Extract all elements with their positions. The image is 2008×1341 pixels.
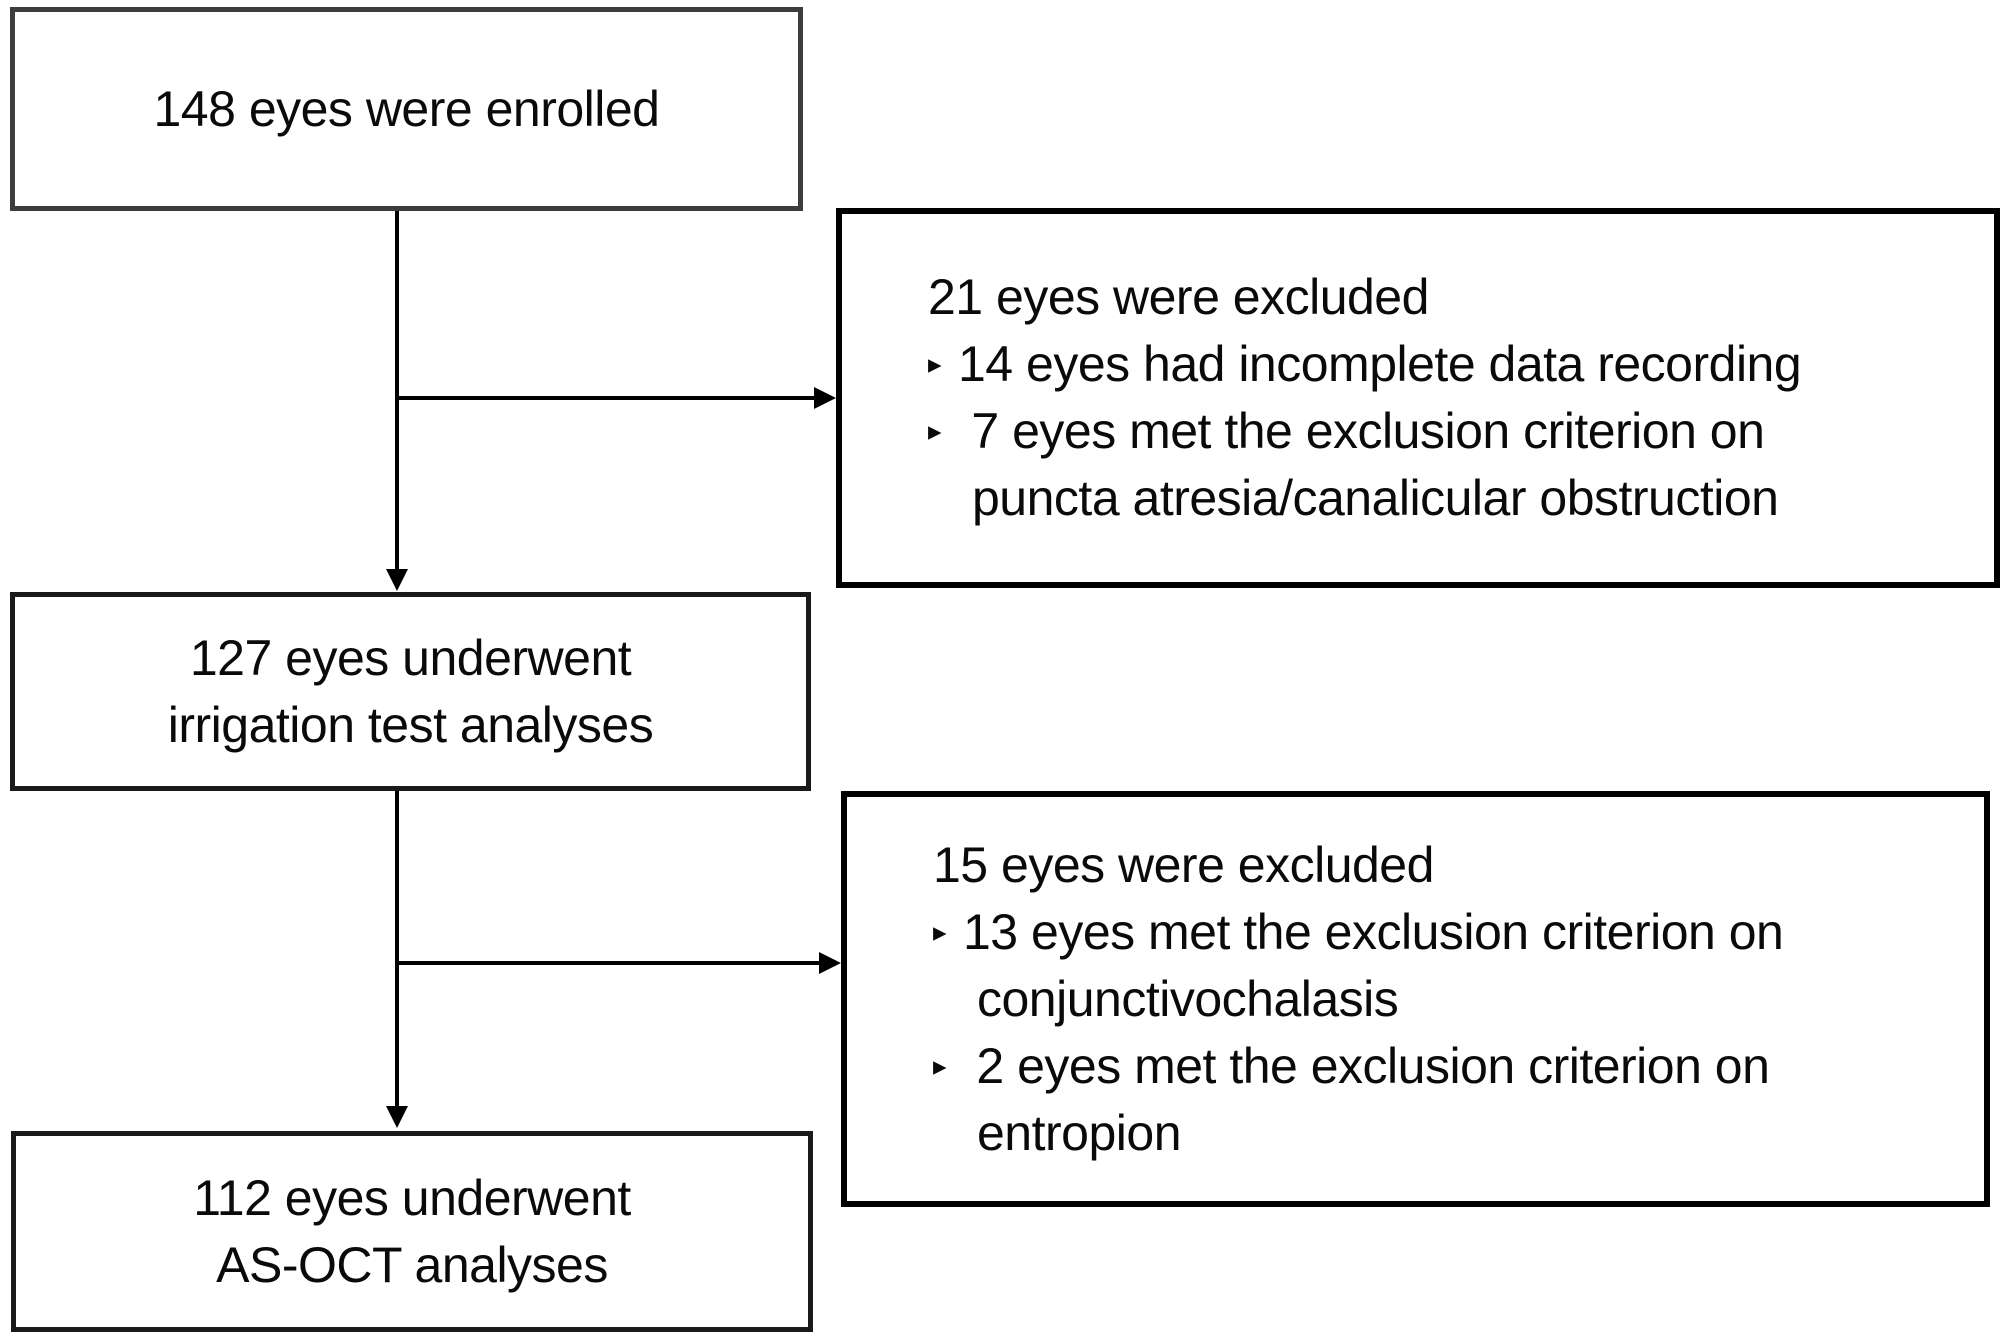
excluded1-item-1: 14 eyes had incomplete data recording — [958, 336, 1802, 392]
box-irrigation-line2: irrigation test analyses — [167, 696, 654, 753]
list-item: entropion — [933, 1100, 1182, 1167]
arrow-right-icon — [819, 952, 841, 974]
arrow-to-excluded2-line — [397, 961, 819, 965]
arrow-right-icon — [814, 387, 836, 409]
box-excluded-15: 15 eyes were excluded ▸ 13 eyes met the … — [841, 791, 1990, 1207]
box-excluded-21: 21 eyes were excluded ▸ 14 eyes had inco… — [836, 208, 2000, 588]
excluded1-header: 21 eyes were excluded — [928, 269, 1429, 325]
arrow-irrigation-to-asoct-line — [395, 791, 399, 1108]
arrow-enrolled-to-irrigation-line — [395, 211, 399, 571]
triangular-bullet-icon: ▸ — [933, 1050, 947, 1081]
box-asoct: 112 eyes underwent AS-OCT analyses — [11, 1131, 813, 1332]
triangular-bullet-icon: ▸ — [933, 916, 947, 947]
arrow-down-icon — [386, 1106, 408, 1128]
arrow-to-excluded1-line — [397, 396, 815, 400]
box-irrigation-line1: 127 eyes underwent — [189, 629, 632, 686]
box-enrolled: 148 eyes were enrolled — [10, 7, 803, 211]
arrow-down-icon — [386, 569, 408, 591]
excluded2-item-1-continuation: conjunctivochalasis — [977, 970, 1399, 1027]
excluded1-item-2: 7 eyes met the exclusion criterion on — [958, 403, 1765, 459]
list-item: ▸ 13 eyes met the exclusion criterion on — [933, 899, 1784, 966]
excluded1-item-2-continuation: puncta atresia/canalicular obstruction — [972, 470, 1779, 526]
triangular-bullet-icon: ▸ — [928, 349, 942, 379]
list-item: puncta atresia/canalicular obstruction — [928, 465, 1779, 532]
list-item: ▸ 14 eyes had incomplete data recording — [928, 331, 1802, 398]
box-asoct-line2: AS-OCT analyses — [216, 1236, 608, 1293]
box-irrigation: 127 eyes underwent irrigation test analy… — [10, 592, 811, 791]
list-item: ▸ 7 eyes met the exclusion criterion on — [928, 398, 1765, 465]
excluded2-item-1: 13 eyes met the exclusion criterion on — [963, 903, 1784, 960]
box-enrolled-text: 148 eyes were enrolled — [153, 80, 661, 137]
list-item: conjunctivochalasis — [933, 966, 1399, 1033]
triangular-bullet-icon: ▸ — [928, 416, 942, 446]
excluded2-item-2-continuation: entropion — [977, 1104, 1182, 1161]
box-asoct-line1: 112 eyes underwent — [193, 1169, 631, 1226]
list-item: ▸ 2 eyes met the exclusion criterion on — [933, 1033, 1770, 1100]
excluded2-header: 15 eyes were excluded — [933, 836, 1434, 893]
excluded2-item-2: 2 eyes met the exclusion criterion on — [963, 1037, 1770, 1094]
